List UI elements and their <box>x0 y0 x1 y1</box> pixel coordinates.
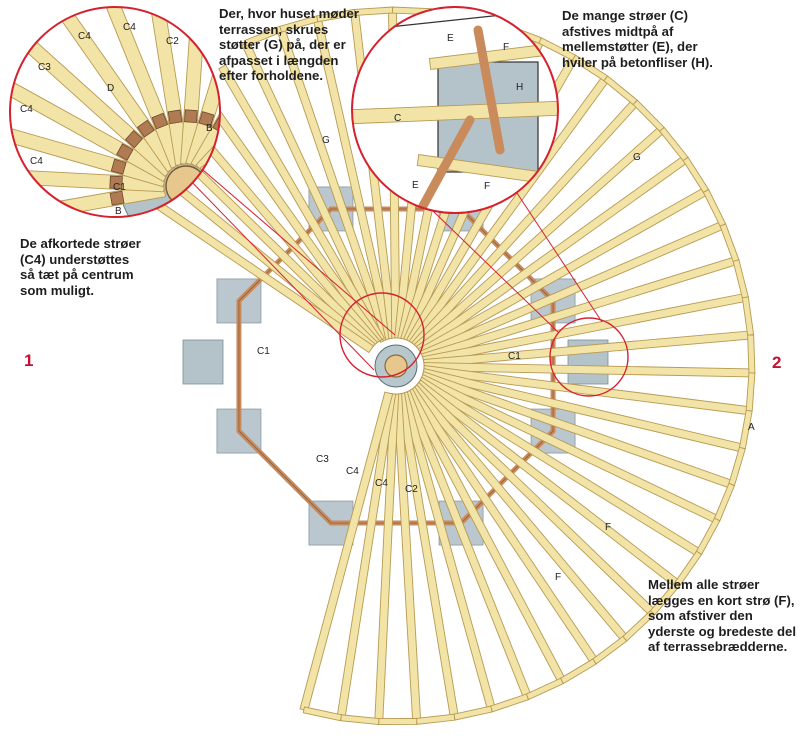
rim-segment <box>632 99 665 133</box>
rim-segment <box>732 259 749 299</box>
inset-left-label-c2: C2 <box>166 36 179 47</box>
inset-right-label-e-bottom: E <box>412 180 419 191</box>
rim-segment <box>713 482 736 522</box>
inset-right-label-c: C <box>394 113 401 124</box>
inset-left-label-d: D <box>107 83 114 94</box>
side-marker-2: 2 <box>772 353 782 372</box>
label-c1-left: C1 <box>257 346 270 357</box>
annotation-shortened-joists: De afkortede strøer (C4) understøttes så… <box>20 236 141 298</box>
inset-support <box>109 190 125 206</box>
inset-left-label-c1: C1 <box>113 182 126 193</box>
inset-support <box>110 158 127 175</box>
inset-left-label-c4-top: C4 <box>78 31 91 42</box>
inset-support <box>167 109 183 125</box>
rim-segment <box>682 156 710 194</box>
rim-segment <box>747 334 756 374</box>
inset-right-label-f-bottom: F <box>484 181 490 192</box>
label-c2: C2 <box>405 484 418 495</box>
inset-right-label-h: H <box>516 82 523 93</box>
label-a: A <box>748 422 755 433</box>
callout-line-left-a <box>185 175 375 371</box>
rim-segment <box>354 6 394 16</box>
rim-segment <box>741 296 755 336</box>
label-c3: C3 <box>316 454 329 465</box>
callout-ring-right <box>549 317 629 397</box>
center-hub <box>384 354 408 378</box>
label-c4-b: C4 <box>375 478 388 489</box>
rim-segment <box>302 706 343 722</box>
inset-right-label-e-top: E <box>447 33 454 44</box>
rim-segment <box>745 372 756 412</box>
inset-left-label-c4-left: C4 <box>20 104 33 115</box>
radial-joists <box>106 9 753 723</box>
inset-support <box>151 112 169 130</box>
rim-segment <box>453 705 493 721</box>
rim-segment <box>728 446 746 486</box>
label-g-right: G <box>633 152 641 163</box>
inset-support <box>184 109 198 124</box>
concrete-block <box>182 339 224 385</box>
rim-segment <box>603 75 638 106</box>
rim-segment <box>340 714 380 726</box>
annotation-short-joist-between: Mellem alle strøer lægges en kort strø (… <box>648 577 797 654</box>
inset-left-label-c4-low: C4 <box>30 156 43 167</box>
outer-rim-segments <box>243 6 756 726</box>
rim-segment <box>592 635 628 665</box>
inset-joist <box>195 27 220 176</box>
label-g-left: G <box>322 135 330 146</box>
rim-segment <box>695 517 721 555</box>
annotation-house-meets-terrace: Der, hvor huset møder terrassen, skrues … <box>219 6 359 83</box>
label-c1-right: C1 <box>508 351 521 362</box>
callout-line-right-a <box>431 209 559 333</box>
callout-line-left-b <box>202 169 396 336</box>
rim-segment <box>415 713 456 725</box>
annotation-many-joists: De mange strøer (C) afstives midtpå af m… <box>562 8 713 70</box>
inset-right-label-f-top: F <box>503 42 509 53</box>
rim-segment <box>525 677 564 701</box>
rim-segment <box>378 717 418 726</box>
inset-left-label-c3: C3 <box>38 62 51 73</box>
rim-segment <box>658 126 689 162</box>
inset-left-label-b-lower: B <box>115 206 122 217</box>
callout-line-right-b <box>514 189 603 323</box>
inset-support <box>109 175 123 190</box>
inset-right-border <box>351 6 559 214</box>
inset-support <box>198 111 215 128</box>
label-f-b: F <box>555 572 561 583</box>
label-f-a: F <box>605 522 611 533</box>
rim-segment <box>559 658 597 685</box>
main-deck-plan: C1 C1 C3 C4 C4 C2 G G A F F <box>106 6 756 726</box>
inset-left-border <box>9 6 221 218</box>
inset-support <box>136 119 155 138</box>
detail-inset-right: E F H C E F <box>351 6 559 214</box>
rim-segment <box>702 189 727 227</box>
ring-beam-edge <box>238 208 554 524</box>
inset-support-e-top <box>473 25 505 155</box>
label-c4-a: C4 <box>346 466 359 477</box>
inset-support <box>116 143 134 161</box>
inset-left-label-b-upper: B <box>206 123 213 134</box>
rim-segment <box>719 223 740 263</box>
inset-support-e-bottom <box>413 115 475 213</box>
rim-segment <box>489 693 529 713</box>
inset-left-label-c4-right: C4 <box>123 22 136 33</box>
side-marker-1: 1 <box>24 351 34 370</box>
inset-support <box>124 130 144 149</box>
